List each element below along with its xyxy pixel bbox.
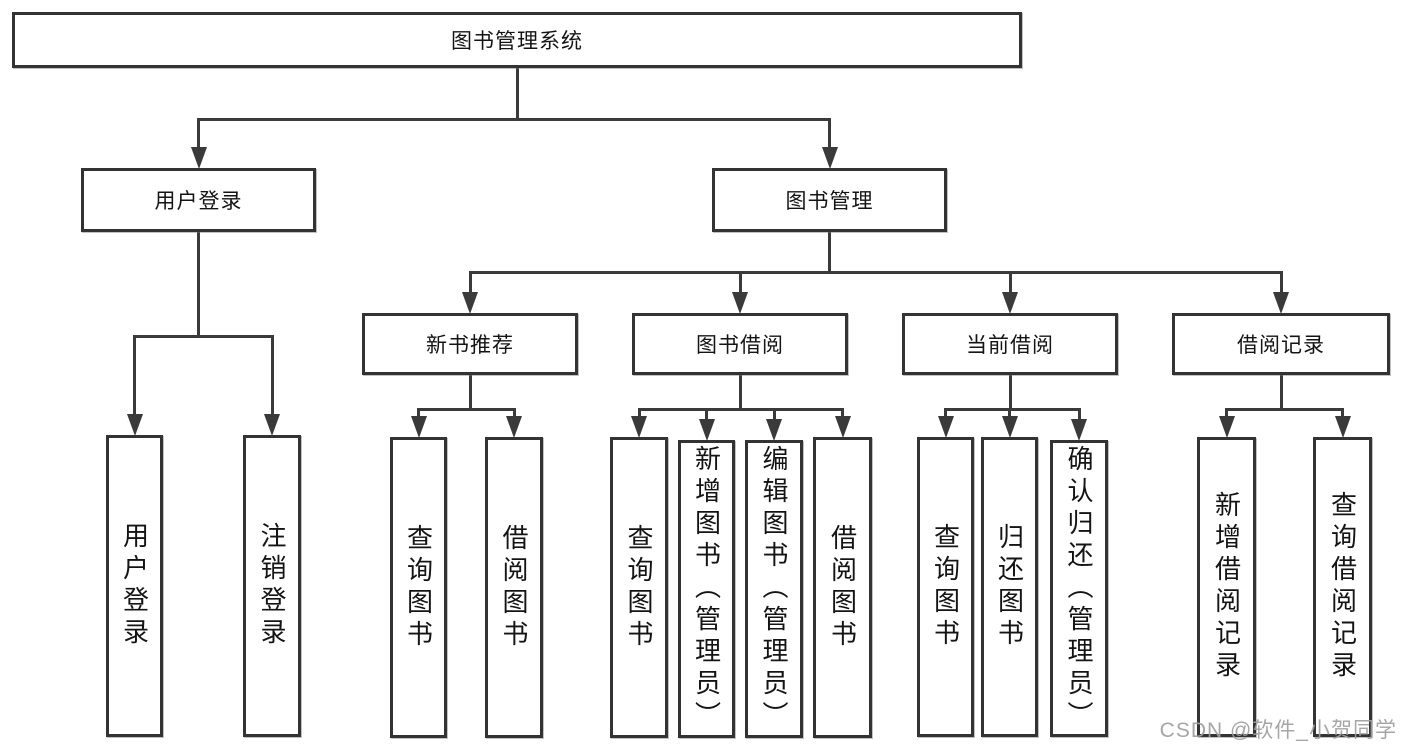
node-label: 确认归还（管理员） [1064,444,1094,733]
node-v-add-record: 新增借阅记录 [1197,437,1256,737]
node-label: 图书管理系统 [451,30,583,53]
connector-line [1279,271,1283,295]
node-v-add-book: 新增图书（管理员） [678,440,735,738]
connector-line [417,408,420,419]
node-label: 注销登录 [257,522,287,650]
connector-line [738,271,742,295]
connector-line [1008,375,1012,411]
node-label: 借阅图书 [827,523,858,652]
node-v-return-book: 归还图书 [981,437,1038,737]
arrow-down-icon [732,292,748,314]
node-v-borrow-book-1: 借阅图书 [485,437,543,738]
connector-line [1225,408,1228,419]
arrow-down-icon [1334,416,1351,438]
node-label: 当前借阅 [966,334,1054,357]
connector-line [841,408,844,419]
node-v-query-book-2: 查询图书 [610,437,668,738]
arrow-down-icon [937,416,954,438]
connector-line [705,408,708,422]
node-label: 借阅图书 [499,523,529,652]
node-v-user-login: 用户登录 [106,435,163,737]
node-v-query-book-1: 查询图书 [390,437,447,738]
node-label: 新增图书（管理员） [691,445,722,733]
connector-line [197,118,200,150]
connector-line [1225,408,1344,411]
node-label: 新书推荐 [426,334,514,357]
connector-line [1008,408,1011,419]
connector-line [637,408,641,419]
arrow-down-icon [462,292,478,314]
connector-line [738,375,742,411]
connector-line [270,335,274,417]
connector-line [1279,375,1283,411]
node-label: 借阅记录 [1237,334,1325,357]
arrow-down-icon [698,419,715,441]
connector-line [197,232,200,338]
node-label: 新增借阅记录 [1211,491,1242,683]
connector-line [1077,408,1081,422]
arrow-down-icon [821,147,838,169]
connector-line [828,232,831,274]
node-label: 图书借阅 [696,334,784,357]
node-label: 用户登录 [119,522,150,650]
connector-line [133,335,136,417]
node-borrow-records: 借阅记录 [1172,313,1390,375]
arrow-down-icon [766,419,782,441]
arrow-down-icon [264,414,280,436]
connector-line [772,408,776,422]
node-user-login: 用户登录 [81,168,316,232]
arrow-down-icon [834,416,851,438]
csdn-watermark: CSDN @软件_小贺同学 [1159,719,1397,742]
node-book-mgmt: 图书管理 [712,168,947,232]
arrow-down-icon [1002,292,1018,314]
connector-line [512,408,516,419]
connector-line [828,118,831,150]
arrow-down-icon [1001,416,1018,438]
node-new-book-rec: 新书推荐 [362,313,578,375]
arrow-down-icon [1273,292,1289,314]
arrow-down-icon [506,416,522,438]
node-label: 查询借阅记录 [1327,491,1358,683]
node-v-edit-book: 编辑图书（管理员） [745,440,803,738]
node-book-borrow: 图书借阅 [632,313,848,375]
node-v-borrow-book-2: 借阅图书 [813,437,872,738]
node-label: 编辑图书（管理员） [759,445,789,733]
connector-line [197,118,831,121]
connector-line [1341,408,1344,419]
arrow-down-icon [1218,416,1235,438]
connector-line [944,408,1081,411]
connector-line [468,375,472,411]
node-label: 查询图书 [403,523,434,652]
arrow-down-icon [1071,419,1087,441]
node-v-confirm-return: 确认归还（管理员） [1050,440,1108,737]
connector-line [515,68,519,121]
node-v-query-record: 查询借阅记录 [1313,437,1372,737]
arrow-down-icon [631,416,647,438]
node-label: 图书管理 [785,190,874,213]
node-label: 查询图书 [930,523,961,651]
connector-line [468,271,472,295]
connector-line [417,408,516,411]
arrow-down-icon [126,414,143,436]
node-root: 图书管理系统 [12,12,1022,68]
arrow-down-icon [190,147,207,169]
connector-line [637,408,844,411]
node-current-borrow: 当前借阅 [902,313,1118,375]
node-label: 归还图书 [994,523,1025,651]
node-label: 查询图书 [624,523,654,652]
node-v-query-book-3: 查询图书 [917,437,974,737]
connector-line [944,408,947,419]
connector-line [468,271,1283,274]
node-v-logout: 注销登录 [243,435,301,737]
connector-line [1008,271,1012,295]
node-label: 用户登录 [154,190,243,213]
arrow-down-icon [410,416,427,438]
connector-line [133,335,274,338]
